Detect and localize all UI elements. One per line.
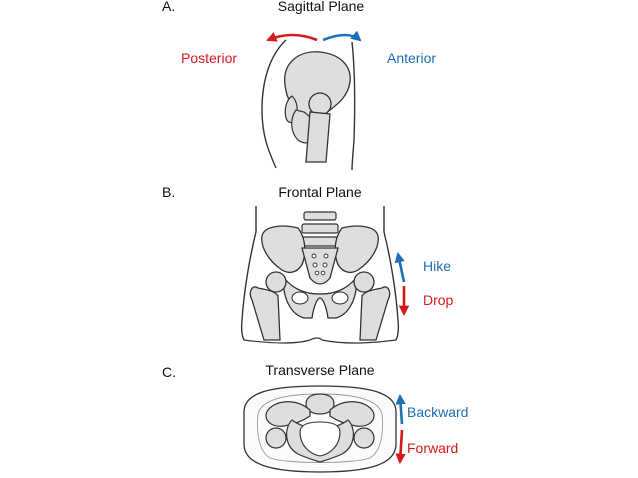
left-femoral-head (265, 271, 287, 293)
frontal-body-outline-left (240, 206, 257, 341)
forward-label: Forward (407, 440, 459, 456)
transverse-left-femoral-head (265, 427, 287, 449)
drop-label: Drop (423, 292, 454, 308)
frontal-body-outline-right (383, 206, 400, 341)
right-femur (359, 286, 391, 341)
sagittal-femur (305, 111, 331, 163)
sagittal-figure (261, 30, 362, 171)
sagittal-body-outline (261, 39, 287, 169)
panel-b-letter: B. (162, 184, 176, 200)
right-ilium (334, 225, 379, 273)
sacral-foramen (312, 262, 318, 268)
panel-c-letter: C. (162, 364, 176, 380)
panel-a-title: Sagittal Plane (277, 0, 365, 14)
sacral-foramen (323, 253, 329, 259)
panel-a-letter: A. (162, 0, 176, 14)
hike-arrow (394, 251, 406, 283)
transverse-pelvic-inlet (299, 421, 341, 457)
forward-arrow (395, 429, 406, 465)
sacral-foramen (314, 270, 320, 276)
left-femur (249, 286, 281, 341)
posterior-label: Posterior (181, 50, 238, 66)
pelvic-ring (283, 276, 357, 319)
right-obturator (331, 291, 349, 305)
transverse-figure (243, 385, 406, 473)
sacral-foramen (320, 270, 326, 276)
panel-b-title: Frontal Plane (278, 184, 362, 200)
transverse-inner-contour (257, 393, 383, 463)
panel-c-title: Transverse Plane (265, 362, 375, 378)
transverse-vertebra (305, 393, 335, 415)
vertebra-1 (303, 211, 337, 221)
anterior-label: Anterior (387, 50, 437, 66)
transverse-right-ilium (329, 401, 375, 427)
transverse-left-ilium (265, 401, 311, 427)
vertebra-3 (299, 236, 341, 247)
backward-label: Backward (407, 404, 469, 420)
right-femoral-head (353, 271, 375, 293)
sacrum (301, 247, 339, 285)
vertebra-2 (301, 223, 339, 234)
transverse-right-femoral-head (353, 427, 375, 449)
left-obturator (291, 291, 309, 305)
anterior-arrow (322, 30, 362, 42)
hike-label: Hike (423, 258, 452, 274)
sagittal-body-outline-front (351, 41, 356, 171)
sacral-foramen (311, 253, 317, 259)
posterior-arrow (266, 32, 318, 42)
left-ilium (261, 225, 306, 273)
backward-arrow (395, 393, 406, 425)
frontal-figure (240, 206, 410, 344)
sacral-foramen (322, 262, 328, 268)
frontal-body-outline-bottom (243, 337, 397, 344)
